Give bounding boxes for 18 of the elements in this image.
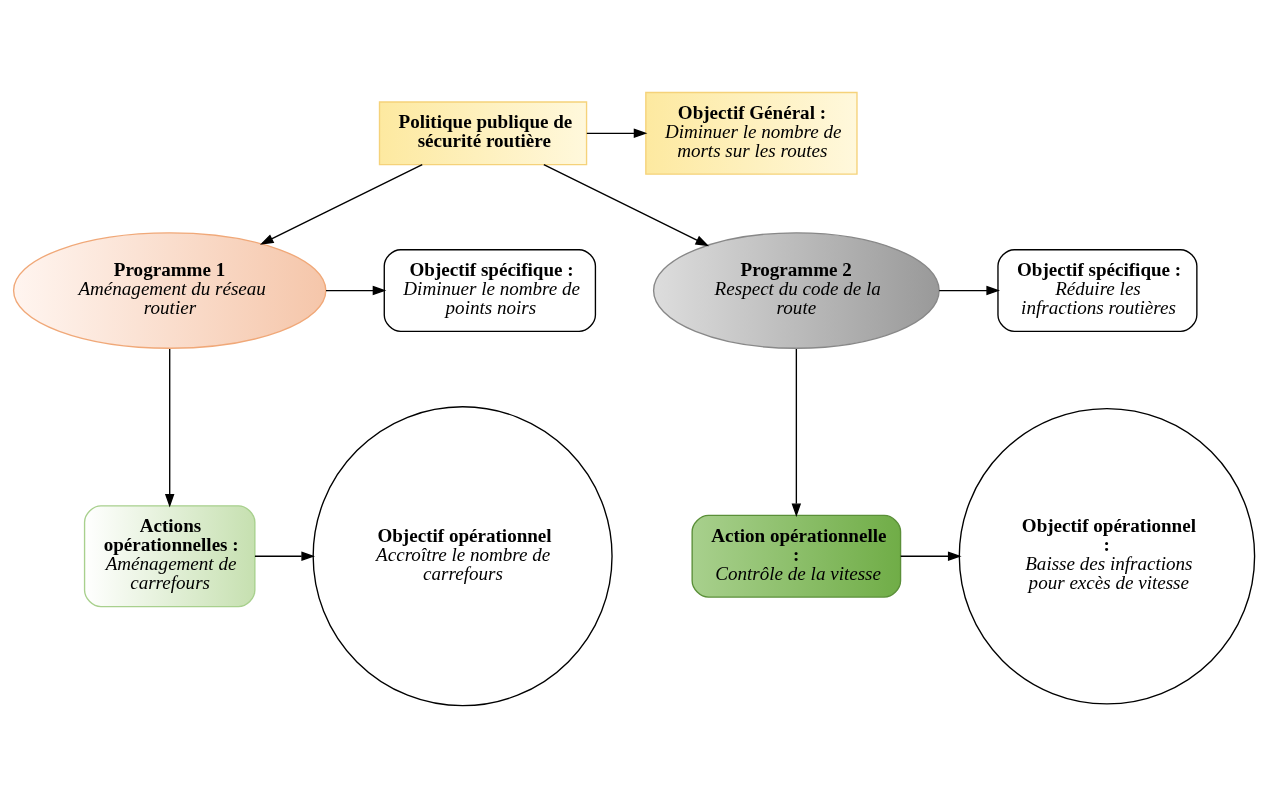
node-box: Objectif spécifique : Diminuer le nombre de points noirs bbox=[383, 248, 597, 332]
arrow bbox=[325, 285, 387, 295]
node-box: Objectif Général : Diminuer le nombre de morts sur les routes bbox=[645, 91, 858, 175]
arrow bbox=[543, 163, 710, 246]
node-box: Action opérationnelle : Contrôle de la vitesse bbox=[691, 514, 902, 598]
arrow bbox=[259, 163, 423, 245]
node-ellipse: Programme 2 Respect du code de la route bbox=[652, 231, 940, 349]
arrow bbox=[791, 347, 802, 517]
node-box: Actions opérationnelles : Aménagement de carrefours bbox=[83, 504, 256, 607]
arrow bbox=[938, 285, 1000, 295]
node-circle: Objectif opérationnel : Baisse des infractions pour excès de vitesse bbox=[958, 407, 1256, 705]
arrow bbox=[254, 550, 315, 561]
arrow bbox=[900, 550, 962, 561]
node-box: Objectif spécifique : Réduire les infractions routières bbox=[997, 248, 1198, 332]
node-circle: Objectif opérationnel Accroître le nombre de carrefours bbox=[312, 405, 613, 706]
arrow bbox=[586, 128, 648, 138]
arrow bbox=[164, 347, 175, 507]
node-box: Politique publique de sécurité routière bbox=[378, 100, 588, 165]
